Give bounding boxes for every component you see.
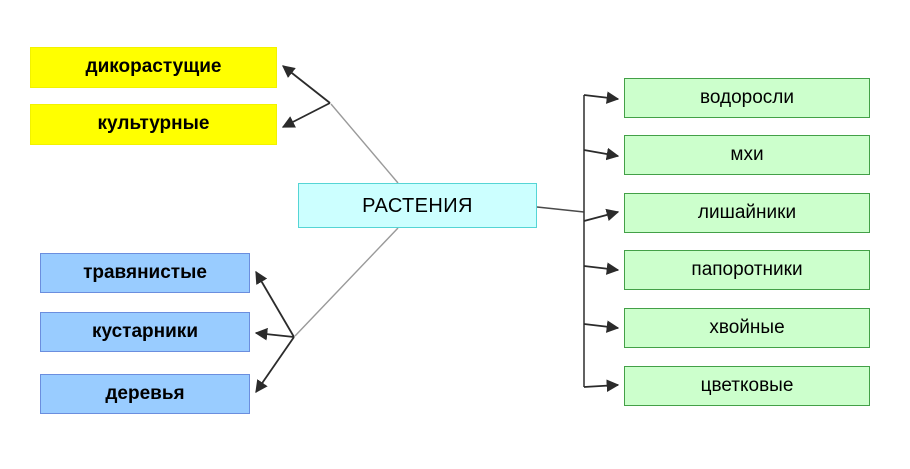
edge-to-herbaceous [255, 270, 295, 338]
node-cultivated[interactable]: культурные [30, 104, 277, 145]
node-mosses-label: мхи [730, 143, 764, 165]
edge-to-shrubs [254, 327, 295, 341]
edge-to-conifers [583, 320, 620, 333]
node-flowering-label: цветковые [700, 374, 794, 396]
node-root-plants[interactable]: РАСТЕНИЯ [298, 183, 537, 228]
node-ferns-label: папоротники [691, 258, 803, 280]
edge-root-to-origin-junction [330, 103, 399, 184]
edge-to-trees [255, 336, 295, 394]
node-herbaceous-label: травянистые [83, 261, 207, 283]
node-algae[interactable]: водоросли [624, 78, 870, 118]
node-trees[interactable]: деревья [40, 374, 250, 414]
edge-to-cultivated [281, 102, 331, 128]
edge-to-lichens [583, 208, 620, 222]
edge-root-to-taxon-trunk [536, 206, 585, 213]
node-root-label: РАСТЕНИЯ [362, 194, 473, 217]
node-algae-label: водоросли [699, 86, 795, 108]
node-shrubs-label: кустарники [92, 320, 198, 342]
node-herbaceous[interactable]: травянистые [40, 253, 250, 293]
node-lichens[interactable]: лишайники [624, 193, 870, 233]
node-wild-label: дикорастущие [85, 56, 222, 78]
node-conifers[interactable]: хвойные [624, 308, 870, 348]
node-ferns[interactable]: папоротники [624, 250, 870, 290]
node-lichens-label: лишайники [697, 201, 797, 223]
node-mosses[interactable]: мхи [624, 135, 870, 175]
node-trees-label: деревья [105, 382, 185, 404]
edge-to-flowering [583, 379, 620, 392]
edge-to-mosses [583, 147, 620, 161]
node-flowering[interactable]: цветковые [624, 366, 870, 406]
node-conifers-label: хвойные [709, 316, 785, 338]
edge-to-algae [583, 91, 620, 104]
node-cultivated-label: культурные [97, 113, 210, 135]
edge-root-to-lifeform-junction [294, 227, 399, 337]
node-wild[interactable]: дикорастущие [30, 47, 277, 88]
edge-to-ferns [583, 262, 620, 275]
edge-to-wild [282, 65, 331, 104]
node-shrubs[interactable]: кустарники [40, 312, 250, 352]
